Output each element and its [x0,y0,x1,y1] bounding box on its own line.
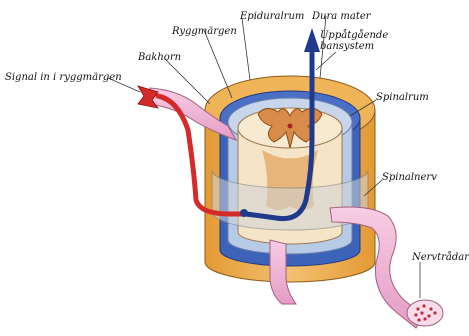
label-epiduralrum: Epiduralrum [240,11,304,22]
nerve-cross-section [407,300,443,326]
label-dura-mater: Dura mater [312,11,371,22]
ascending-arrowhead [304,28,320,52]
label-uppatgaende: Uppåtgående [320,30,388,41]
label-bakhorn: Bakhorn [138,52,181,63]
label-bansystem: bansystem [320,41,374,52]
label-spinalrum: Spinalrum [376,92,429,103]
label-nervtradar: Nervtrådar [412,252,469,263]
label-ryggmargen: Ryggmärgen [172,26,237,37]
central-canal [288,124,293,129]
label-spinalnerv: Spinalnerv [382,172,437,183]
label-signal-in: Signal in i ryggmärgen [5,72,122,83]
synapse-dot [240,209,248,217]
